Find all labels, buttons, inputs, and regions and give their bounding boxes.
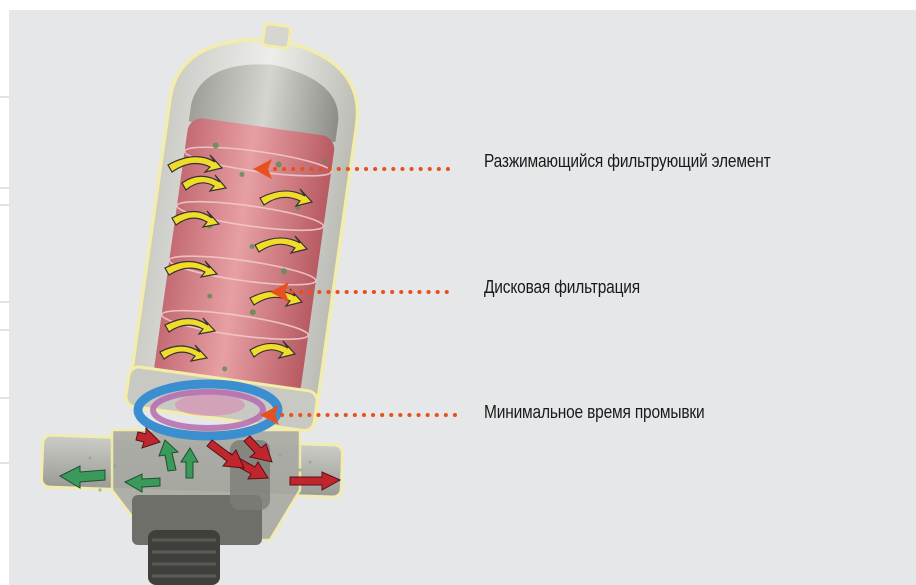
callout-label-expanding-element: Разжимающийся фильтрующий элемент xyxy=(484,151,771,172)
callout-label-disc-filtration: Дисковая фильтрация xyxy=(484,277,640,298)
left-edge-lines xyxy=(0,97,9,463)
top-vent xyxy=(262,23,291,48)
callout-label-flush-time: Минимальное время промывки xyxy=(484,402,704,423)
